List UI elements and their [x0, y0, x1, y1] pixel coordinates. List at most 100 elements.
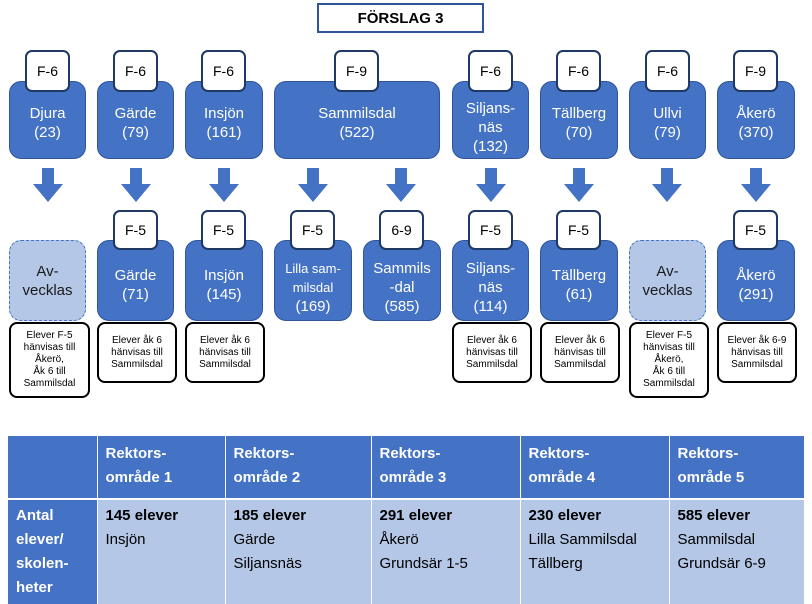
school-name: Tällberg [551, 105, 607, 122]
note-akero: Elever åk 6-9 hänvisas till Sammilsdal [717, 322, 797, 383]
down-arrow-icon [386, 168, 416, 202]
note-line: Sammilsdal [643, 378, 695, 389]
table-row-header: Antal elever/ skolen- heter [8, 498, 98, 604]
school-count: (169) [295, 298, 331, 315]
school-name-cont: -dal [389, 279, 415, 296]
school-count: (23) [34, 124, 61, 141]
table-header: Rektors- område 5 [669, 436, 805, 499]
header-line: Rektors- [379, 445, 441, 462]
grade-tag: F-5 [733, 210, 778, 250]
table-header: Rektors- område 1 [97, 436, 226, 499]
note-insjon: Elever åk 6 hänvisas till Sammilsdal [185, 322, 265, 383]
note-line: Elever F-5 [26, 330, 73, 341]
row-header-line: heter [16, 579, 53, 596]
grade-tag: F-5 [113, 210, 158, 250]
note-line: Åk 6 till [33, 366, 66, 377]
table-cell: 291 elever Åkerö Grundsär 1-5 [371, 498, 521, 604]
school-garde-new: Gärde (71) [97, 240, 174, 321]
down-arrow-icon [298, 168, 328, 202]
school-count: (522) [339, 124, 375, 141]
grade-tag: F-9 [733, 50, 778, 92]
table-header: Rektors- område 3 [371, 436, 521, 499]
row-header-line: elever/ [16, 531, 64, 548]
table-header: Rektors- område 2 [225, 436, 372, 499]
school-name-cont: näs [478, 118, 503, 136]
grade-tag: F-5 [556, 210, 601, 250]
header-line: område 5 [677, 469, 745, 486]
row-header-line: Antal [16, 507, 54, 524]
note-line: hänvisas till [466, 346, 518, 358]
table-header: Rektors- område 4 [520, 436, 670, 499]
school-line: Siljansnäs [233, 555, 302, 572]
down-arrow-icon [121, 168, 151, 202]
grade-tag: F-6 [645, 50, 690, 92]
note-line: Åkerö, [35, 354, 64, 365]
note-line: Sammilsdal [731, 358, 783, 370]
school-djura: Djura (23) [9, 81, 86, 159]
note-line: Elever åk 6 [199, 334, 250, 346]
school-name: Tällberg [551, 266, 607, 284]
school-count: (79) [122, 124, 149, 141]
school-name-cont: milsdal [292, 280, 334, 295]
school-name: Gärde [114, 105, 157, 122]
school-count: (585) [384, 298, 420, 315]
school-tallberg-new: Tällberg (61) [540, 240, 618, 321]
school-name-cont: vecklas [642, 281, 693, 299]
school-name-cont: näs [478, 279, 503, 296]
note-line: Elever F-5 [645, 330, 693, 341]
school-name: Lilla sam- [285, 261, 341, 276]
header-line: område 2 [233, 469, 301, 486]
school-line: Åkerö [379, 531, 419, 548]
school-siljansnas-new: Siljans- näs (114) [452, 240, 529, 321]
header-line: område 3 [379, 469, 447, 486]
note-tallberg: Elever åk 6 hänvisas till Sammilsdal [540, 322, 620, 383]
school-name: Sammilsdal [318, 105, 396, 122]
header-line: Rektors- [677, 445, 739, 462]
school-tallberg: Tällberg (70) [540, 81, 618, 159]
down-arrow-icon [33, 168, 63, 202]
grade-tag: F-6 [113, 50, 158, 92]
note-ullvi: Elever F-5 hänvisas till Åkerö, Åk 6 til… [629, 322, 709, 398]
table-corner [8, 436, 98, 499]
note-line: Sammilsdal [199, 358, 251, 370]
table-cell: 230 elever Lilla Sammilsdal Tällberg [520, 498, 670, 604]
summary-table: Rektors- område 1 Rektors- område 2 Rekt… [8, 436, 805, 604]
table-cell: 185 elever Gärde Siljansnäs [225, 498, 372, 604]
grade-tag: F-6 [25, 50, 70, 92]
school-lilla-sammilsdal: Lilla sam- milsdal (169) [274, 240, 352, 321]
school-sammilsdal-new: Sammils -dal (585) [363, 240, 441, 321]
school-line: Tällberg [528, 555, 583, 572]
table-row: Antal elever/ skolen- heter 145 elever I… [8, 498, 805, 604]
school-line: Grundsär 6-9 [677, 555, 766, 572]
note-line: Åkerö, [654, 354, 684, 365]
grade-tag: F-5 [290, 210, 335, 250]
header-line: Rektors- [105, 445, 167, 462]
school-name: Ullvi [653, 105, 682, 122]
header-line: område 4 [528, 469, 596, 486]
school-insjon-new: Insjön (145) [185, 240, 263, 321]
note-line: hänvisas till [731, 346, 783, 358]
note-line: Sammilsdal [23, 378, 76, 389]
row-header-line: skolen- [16, 555, 69, 572]
school-name: Siljans- [465, 99, 516, 117]
note-line: Elever åk 6 [554, 334, 605, 346]
school-count: (114) [473, 298, 508, 315]
school-name: Siljans- [465, 260, 516, 277]
school-line: Insjön [105, 531, 146, 548]
school-siljansnas: Siljans- näs (132) [452, 81, 529, 159]
note-line: Elever åk 6 [466, 334, 517, 346]
school-count: (291) [738, 285, 774, 303]
school-count: (370) [738, 124, 774, 141]
grade-tag: F-5 [201, 210, 246, 250]
grade-tag: F-6 [556, 50, 601, 92]
school-name: Sammils [373, 260, 431, 277]
down-arrow-icon [564, 168, 594, 202]
school-name-cont: vecklas [22, 281, 73, 299]
school-garde: Gärde (79) [97, 81, 174, 159]
school-count: (71) [122, 285, 149, 303]
school-count: (61) [565, 285, 593, 303]
note-line: hänvisas till [554, 346, 606, 358]
note-line: Elever åk 6-9 [727, 334, 787, 346]
school-line: Grundsär 1-5 [379, 555, 468, 572]
student-count: 185 elever [233, 507, 307, 524]
